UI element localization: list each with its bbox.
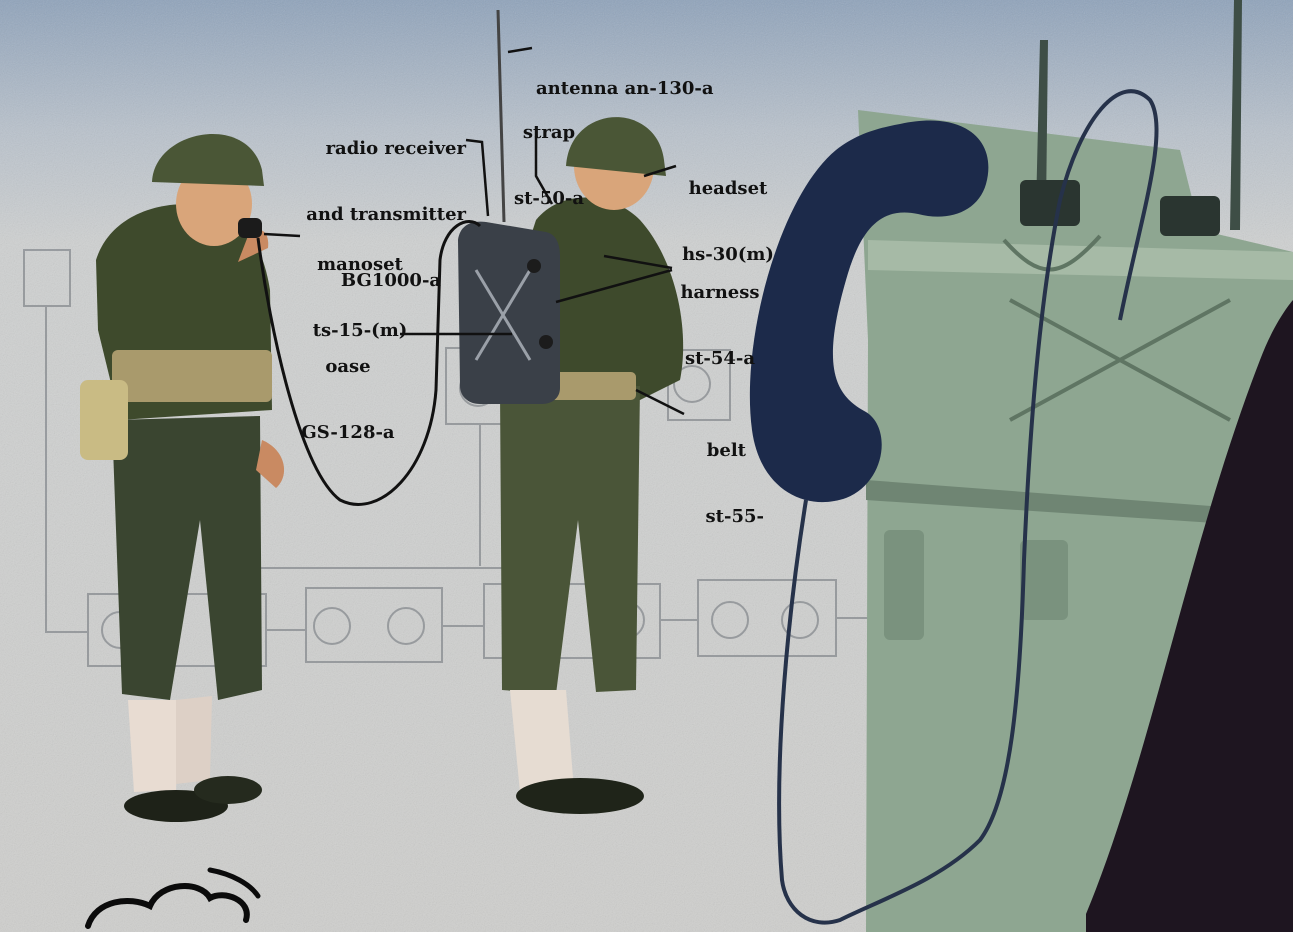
label-belt: belt st-55- bbox=[684, 396, 764, 572]
label-line: and transmitter bbox=[306, 204, 466, 225]
ink-stroke bbox=[207, 867, 261, 899]
label-line: headset bbox=[688, 178, 768, 199]
label-line: GS-128-a bbox=[301, 422, 395, 443]
handset-cord bbox=[256, 220, 482, 506]
label-line: st-50-a bbox=[513, 188, 585, 209]
radio-set-closeup bbox=[858, 0, 1293, 932]
label-manoset: manoset ts-15-(m) bbox=[304, 210, 416, 386]
label-line: hs-30(m) bbox=[682, 244, 774, 265]
label-radio: radio receiver and transmitter BG1000-a bbox=[276, 94, 466, 336]
soldier-left bbox=[80, 133, 285, 822]
label-antenna: antenna an-130-a bbox=[536, 34, 714, 144]
soldier-right bbox=[458, 9, 684, 814]
label-headset: headset hs-30(m) bbox=[676, 134, 780, 310]
telephone-handset bbox=[749, 89, 1159, 925]
label-strap: strap st-50-a bbox=[506, 78, 592, 254]
label-line: st-55- bbox=[705, 506, 764, 527]
label-line: strap bbox=[522, 122, 576, 143]
label-line: belt bbox=[706, 440, 746, 461]
label-oase: oase GS-128-a bbox=[294, 312, 402, 488]
label-line: BG1000-a bbox=[340, 270, 442, 291]
label-line: st-54-a bbox=[684, 348, 756, 369]
label-line: radio receiver bbox=[325, 138, 466, 159]
ink-scribble bbox=[85, 883, 250, 929]
label-line: ts-15-(m) bbox=[312, 320, 408, 341]
label-harness: harness st-54-a bbox=[672, 238, 768, 414]
leader-lines bbox=[263, 46, 685, 416]
label-line: harness bbox=[680, 282, 760, 303]
label-line: oase bbox=[325, 356, 371, 377]
label-line: antenna an-130-a bbox=[536, 78, 714, 99]
label-line: manoset bbox=[317, 254, 403, 275]
